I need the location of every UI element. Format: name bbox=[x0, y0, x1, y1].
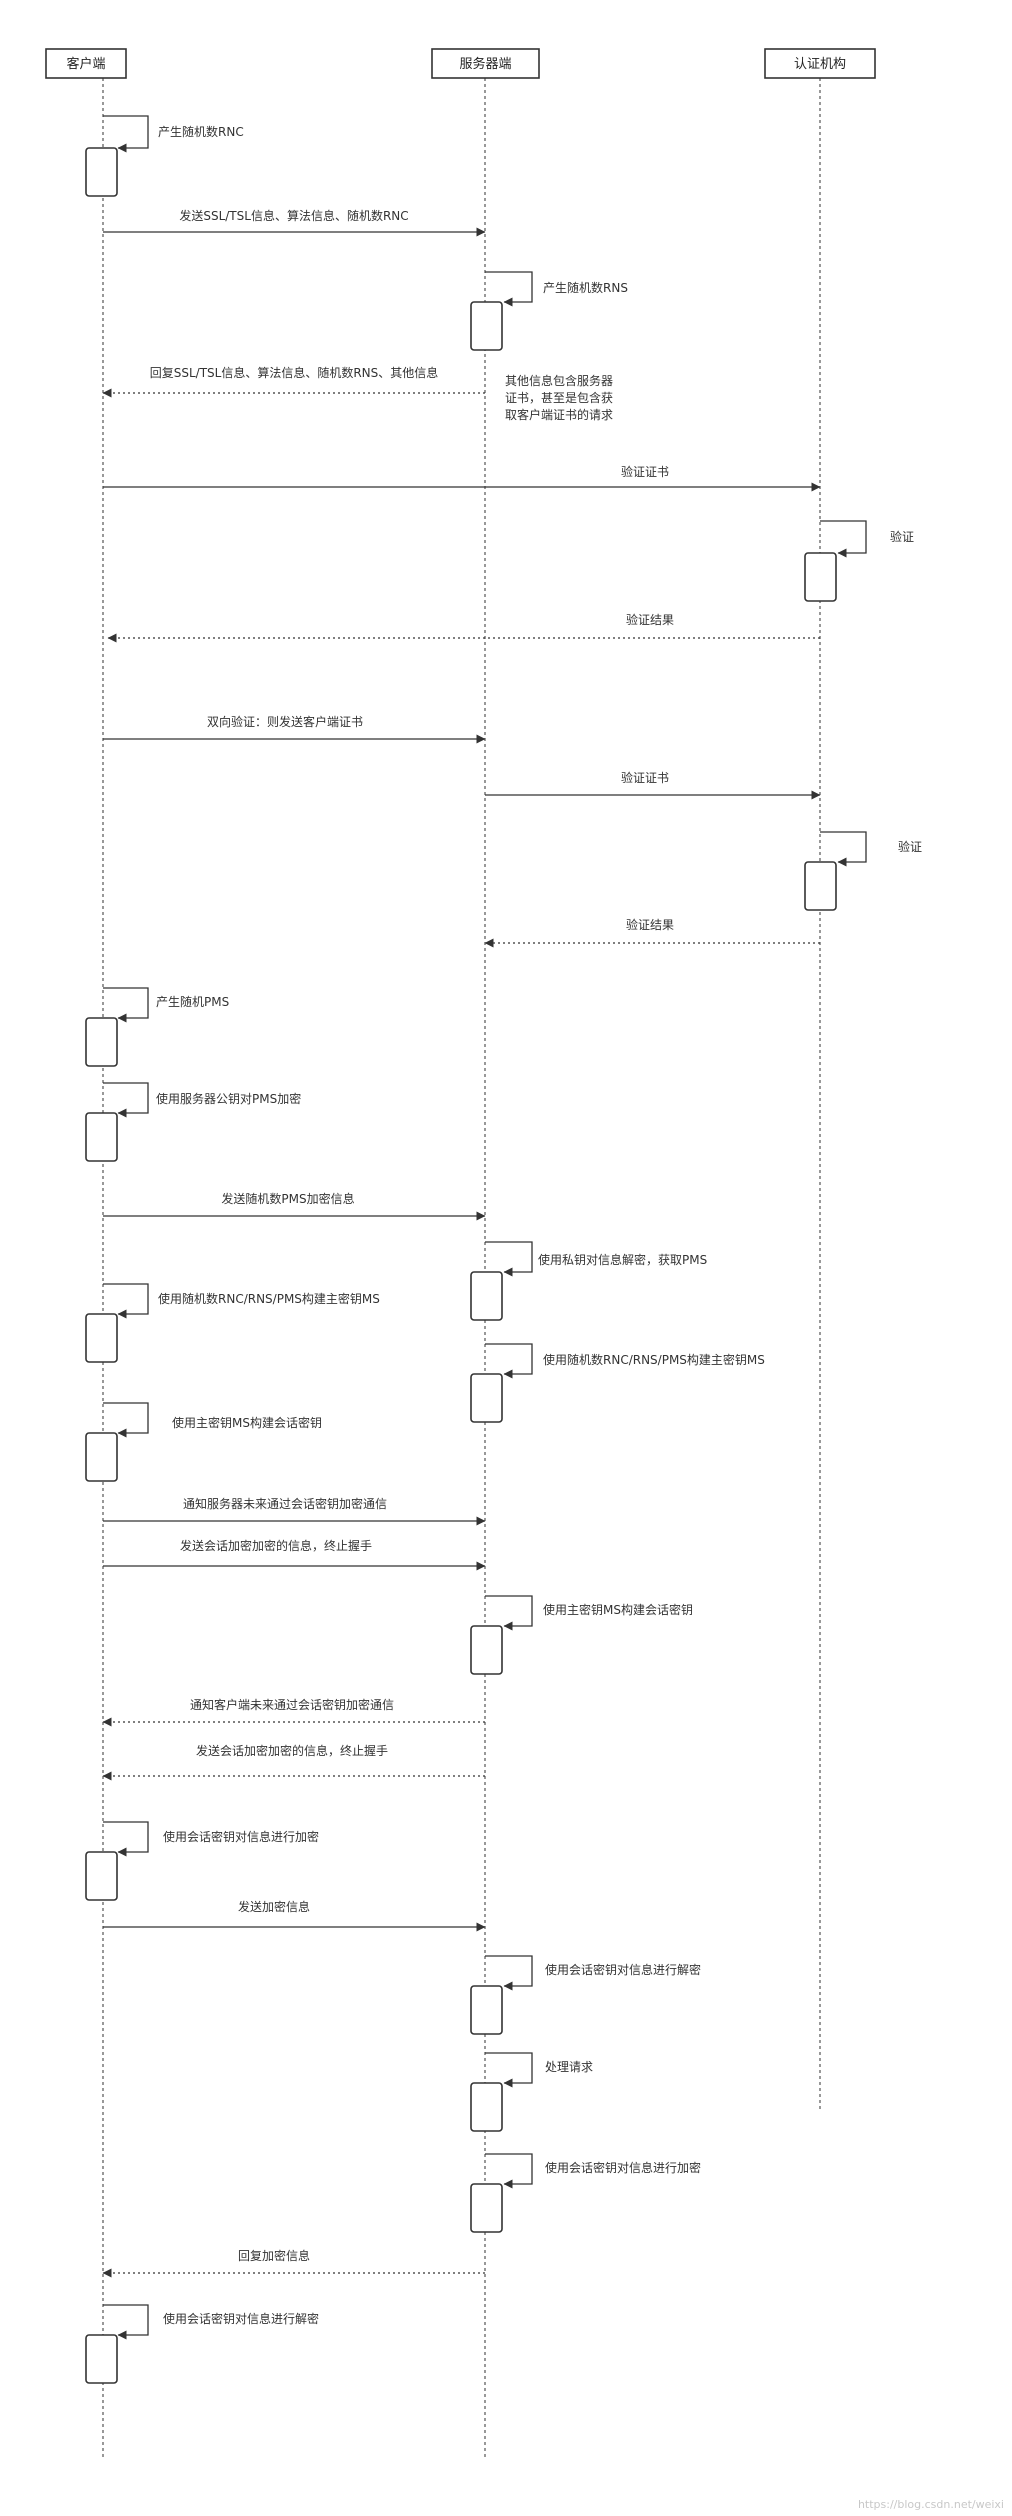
self-call: 验证 bbox=[804, 520, 914, 602]
self-call: 使用主密钥MS构建会话密钥 bbox=[470, 1595, 693, 1675]
self-call-label: 使用私钥对信息解密，获取PMS bbox=[538, 1252, 707, 1267]
message-label: 发送会话加密加密的信息，终止握手 bbox=[196, 1743, 388, 1758]
message-label: 验证证书 bbox=[621, 770, 669, 785]
message-arrow: 发送会话加密加密的信息，终止握手 bbox=[102, 1743, 485, 1781]
self-call-label: 使用会话密钥对信息进行解密 bbox=[163, 2311, 319, 2326]
message-label: 通知客户端未来通过会话密钥加密通信 bbox=[190, 1697, 394, 1712]
self-call: 使用会话密钥对信息进行解密 bbox=[85, 2304, 319, 2384]
participant-client-label: 客户端 bbox=[66, 56, 105, 72]
self-call-label: 使用服务器公钥对PMS加密 bbox=[156, 1091, 301, 1106]
self-call-label: 使用会话密钥对信息进行加密 bbox=[163, 1829, 319, 1844]
self-call-label: 验证 bbox=[898, 839, 922, 854]
self-call: 使用主密钥MS构建会话密钥 bbox=[85, 1402, 322, 1482]
message-arrow: 验证结果 bbox=[484, 917, 820, 948]
self-call: 使用随机数RNC/RNS/PMS构建主密钥MS bbox=[85, 1283, 380, 1363]
self-call-label: 使用会话密钥对信息进行解密 bbox=[545, 1962, 701, 1977]
self-call-label: 验证 bbox=[890, 529, 914, 544]
note-line-3: 取客户端证书的请求 bbox=[505, 407, 613, 422]
message-label: 发送加密信息 bbox=[238, 1899, 310, 1914]
message-label: 验证证书 bbox=[621, 464, 669, 479]
self-call-label: 产生随机数RNC bbox=[158, 124, 244, 139]
self-call: 使用随机数RNC/RNS/PMS构建主密钥MS bbox=[470, 1343, 765, 1423]
self-call-label: 使用会话密钥对信息进行加密 bbox=[545, 2160, 701, 2175]
self-call: 验证 bbox=[804, 831, 922, 911]
message-arrow: 验证结果 bbox=[107, 612, 820, 643]
self-call: 处理请求 bbox=[470, 2052, 593, 2132]
message-label: 验证结果 bbox=[626, 917, 674, 932]
participant-server: 服务器端 bbox=[431, 48, 540, 79]
message-arrow: 发送SSL/TSL信息、算法信息、随机数RNC bbox=[103, 208, 486, 237]
self-call: 使用私钥对信息解密，获取PMS bbox=[470, 1241, 707, 1321]
self-call: 使用会话密钥对信息进行加密 bbox=[470, 2153, 701, 2233]
message-arrow: 验证证书 bbox=[485, 770, 821, 800]
self-call-label: 使用随机数RNC/RNS/PMS构建主密钥MS bbox=[543, 1352, 765, 1367]
note-server-info: 其他信息包含服务器 证书，甚至是包含获 取客户端证书的请求 bbox=[505, 373, 613, 422]
self-call: 使用会话密钥对信息进行加密 bbox=[85, 1821, 319, 1901]
message-label: 通知服务器未来通过会话密钥加密通信 bbox=[183, 1496, 387, 1511]
message-label: 验证结果 bbox=[626, 612, 674, 627]
message-label: 双向验证：则发送客户端证书 bbox=[207, 714, 363, 729]
message-label: 回复SSL/TSL信息、算法信息、随机数RNS、其他信息 bbox=[150, 365, 439, 380]
self-call-label: 使用主密钥MS构建会话密钥 bbox=[543, 1602, 693, 1617]
message-arrow: 回复SSL/TSL信息、算法信息、随机数RNS、其他信息 bbox=[102, 365, 485, 398]
message-label: 发送SSL/TSL信息、算法信息、随机数RNC bbox=[179, 208, 408, 223]
self-call-label: 处理请求 bbox=[545, 2060, 593, 2074]
self-call-label: 使用随机数RNC/RNS/PMS构建主密钥MS bbox=[158, 1291, 380, 1306]
message-label: 回复加密信息 bbox=[238, 2248, 310, 2263]
message-arrow: 验证证书 bbox=[103, 464, 821, 492]
self-call-label: 产生随机PMS bbox=[156, 994, 229, 1009]
note-line-2: 证书，甚至是包含获 bbox=[505, 390, 613, 405]
note-line-1: 其他信息包含服务器 bbox=[505, 373, 613, 388]
self-call: 产生随机数RNS bbox=[470, 271, 628, 351]
participant-server-label: 服务器端 bbox=[459, 56, 511, 72]
participant-ca: 认证机构 bbox=[764, 48, 876, 79]
self-call-label: 产生随机数RNS bbox=[543, 280, 628, 295]
message-label: 发送随机数PMS加密信息 bbox=[221, 1191, 354, 1206]
message-arrow: 发送随机数PMS加密信息 bbox=[103, 1191, 486, 1221]
self-call: 产生随机数RNC bbox=[85, 115, 244, 197]
self-call-label: 使用主密钥MS构建会话密钥 bbox=[172, 1415, 322, 1430]
message-arrow: 发送会话加密加密的信息，终止握手 bbox=[103, 1538, 486, 1571]
message-label: 发送会话加密加密的信息，终止握手 bbox=[180, 1538, 372, 1553]
message-arrow: 通知服务器未来通过会话密钥加密通信 bbox=[103, 1496, 486, 1526]
message-arrow: 发送加密信息 bbox=[103, 1899, 486, 1932]
message-arrow: 通知客户端未来通过会话密钥加密通信 bbox=[102, 1697, 485, 1727]
participant-client: 客户端 bbox=[45, 48, 127, 79]
self-call: 使用服务器公钥对PMS加密 bbox=[85, 1082, 301, 1162]
self-call: 产生随机PMS bbox=[85, 987, 229, 1067]
message-arrow: 回复加密信息 bbox=[102, 2248, 485, 2278]
watermark: https://blog.csdn.net/weixi bbox=[858, 2498, 1004, 2511]
message-arrow: 双向验证：则发送客户端证书 bbox=[103, 714, 486, 744]
self-call: 使用会话密钥对信息进行解密 bbox=[470, 1955, 701, 2035]
participant-ca-label: 认证机构 bbox=[794, 57, 846, 72]
